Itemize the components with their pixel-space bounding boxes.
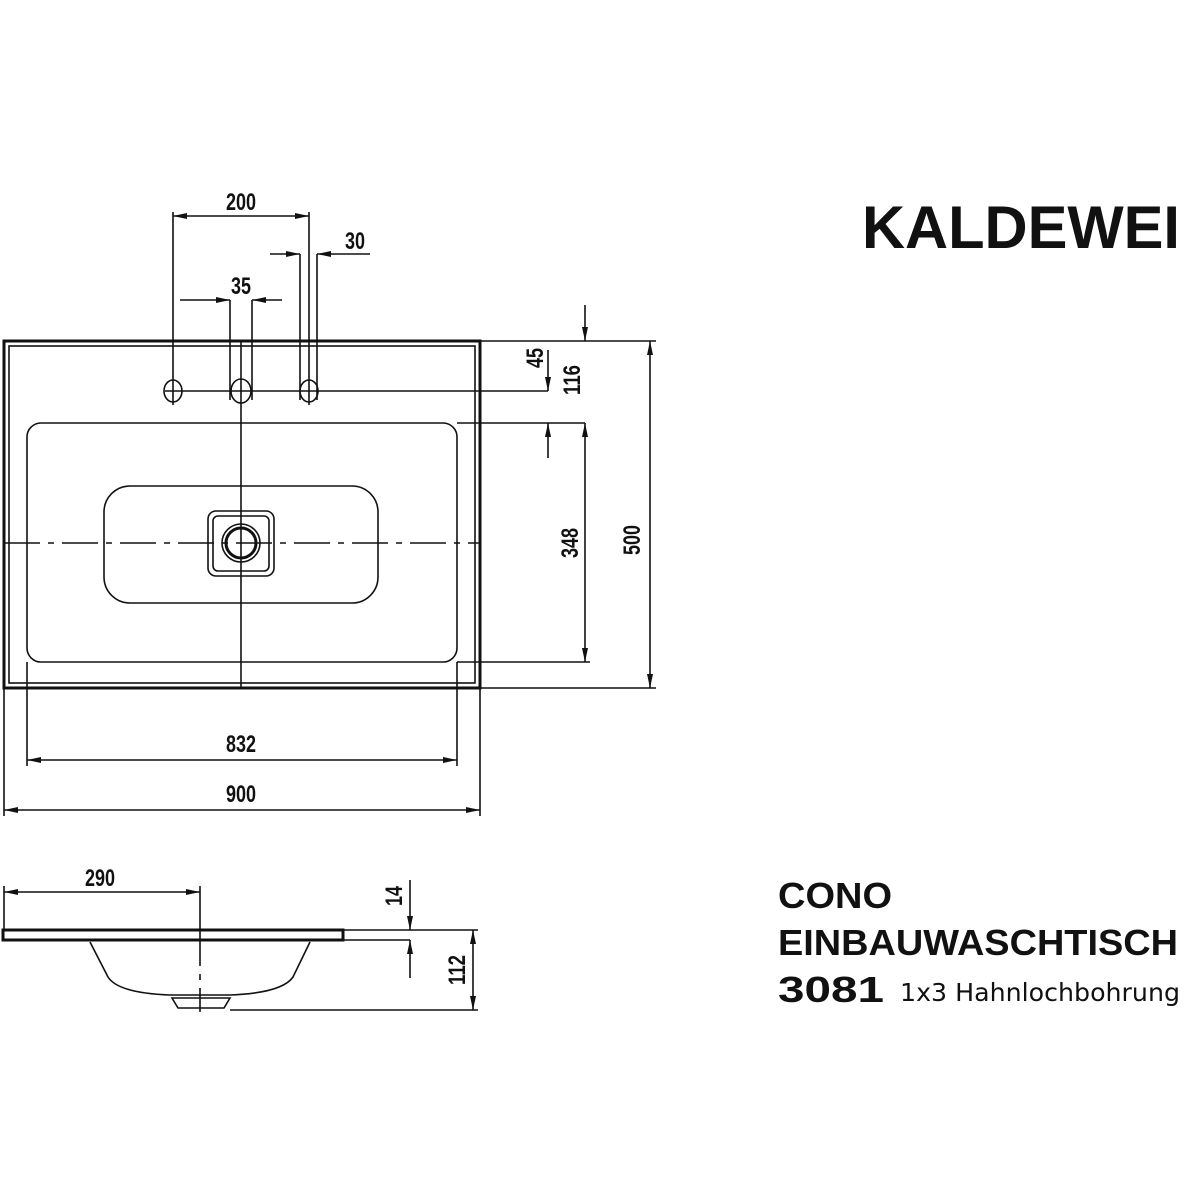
dim-30: 30 (345, 228, 365, 255)
top-view (2, 339, 548, 690)
product-variant: 1x3 Hahnlochbohrung (900, 978, 1180, 1007)
dim-832: 832 (226, 731, 256, 758)
dim-35: 35 (231, 273, 251, 300)
brand-logo: KALDEWEI (862, 194, 1180, 261)
title-block: CONO EINBAUWASCHTISCH 3081 1x3 Hahnlochb… (778, 875, 1180, 1010)
dim-200: 200 (226, 189, 256, 216)
drain-outlet-icon (170, 997, 232, 1009)
dim-348: 348 (557, 528, 584, 558)
product-line: CONO (778, 875, 892, 916)
washbasin-outline (2, 339, 482, 690)
dimension-lines (3, 212, 656, 816)
product-type: EINBAUWASCHTISCH (778, 922, 1178, 963)
dim-116: 116 (559, 365, 586, 395)
product-number: 3081 (778, 969, 884, 1010)
side-view: 290 14 112 (1, 865, 478, 1012)
dim-45: 45 (522, 348, 549, 368)
dim-900: 900 (226, 781, 256, 808)
dim-112: 112 (444, 955, 471, 985)
dim-14: 14 (381, 886, 408, 906)
dim-500: 500 (619, 525, 646, 555)
dimension-labels: 200 30 35 45 116 348 500 832 900 (226, 189, 646, 808)
dim-290: 290 (85, 865, 115, 892)
